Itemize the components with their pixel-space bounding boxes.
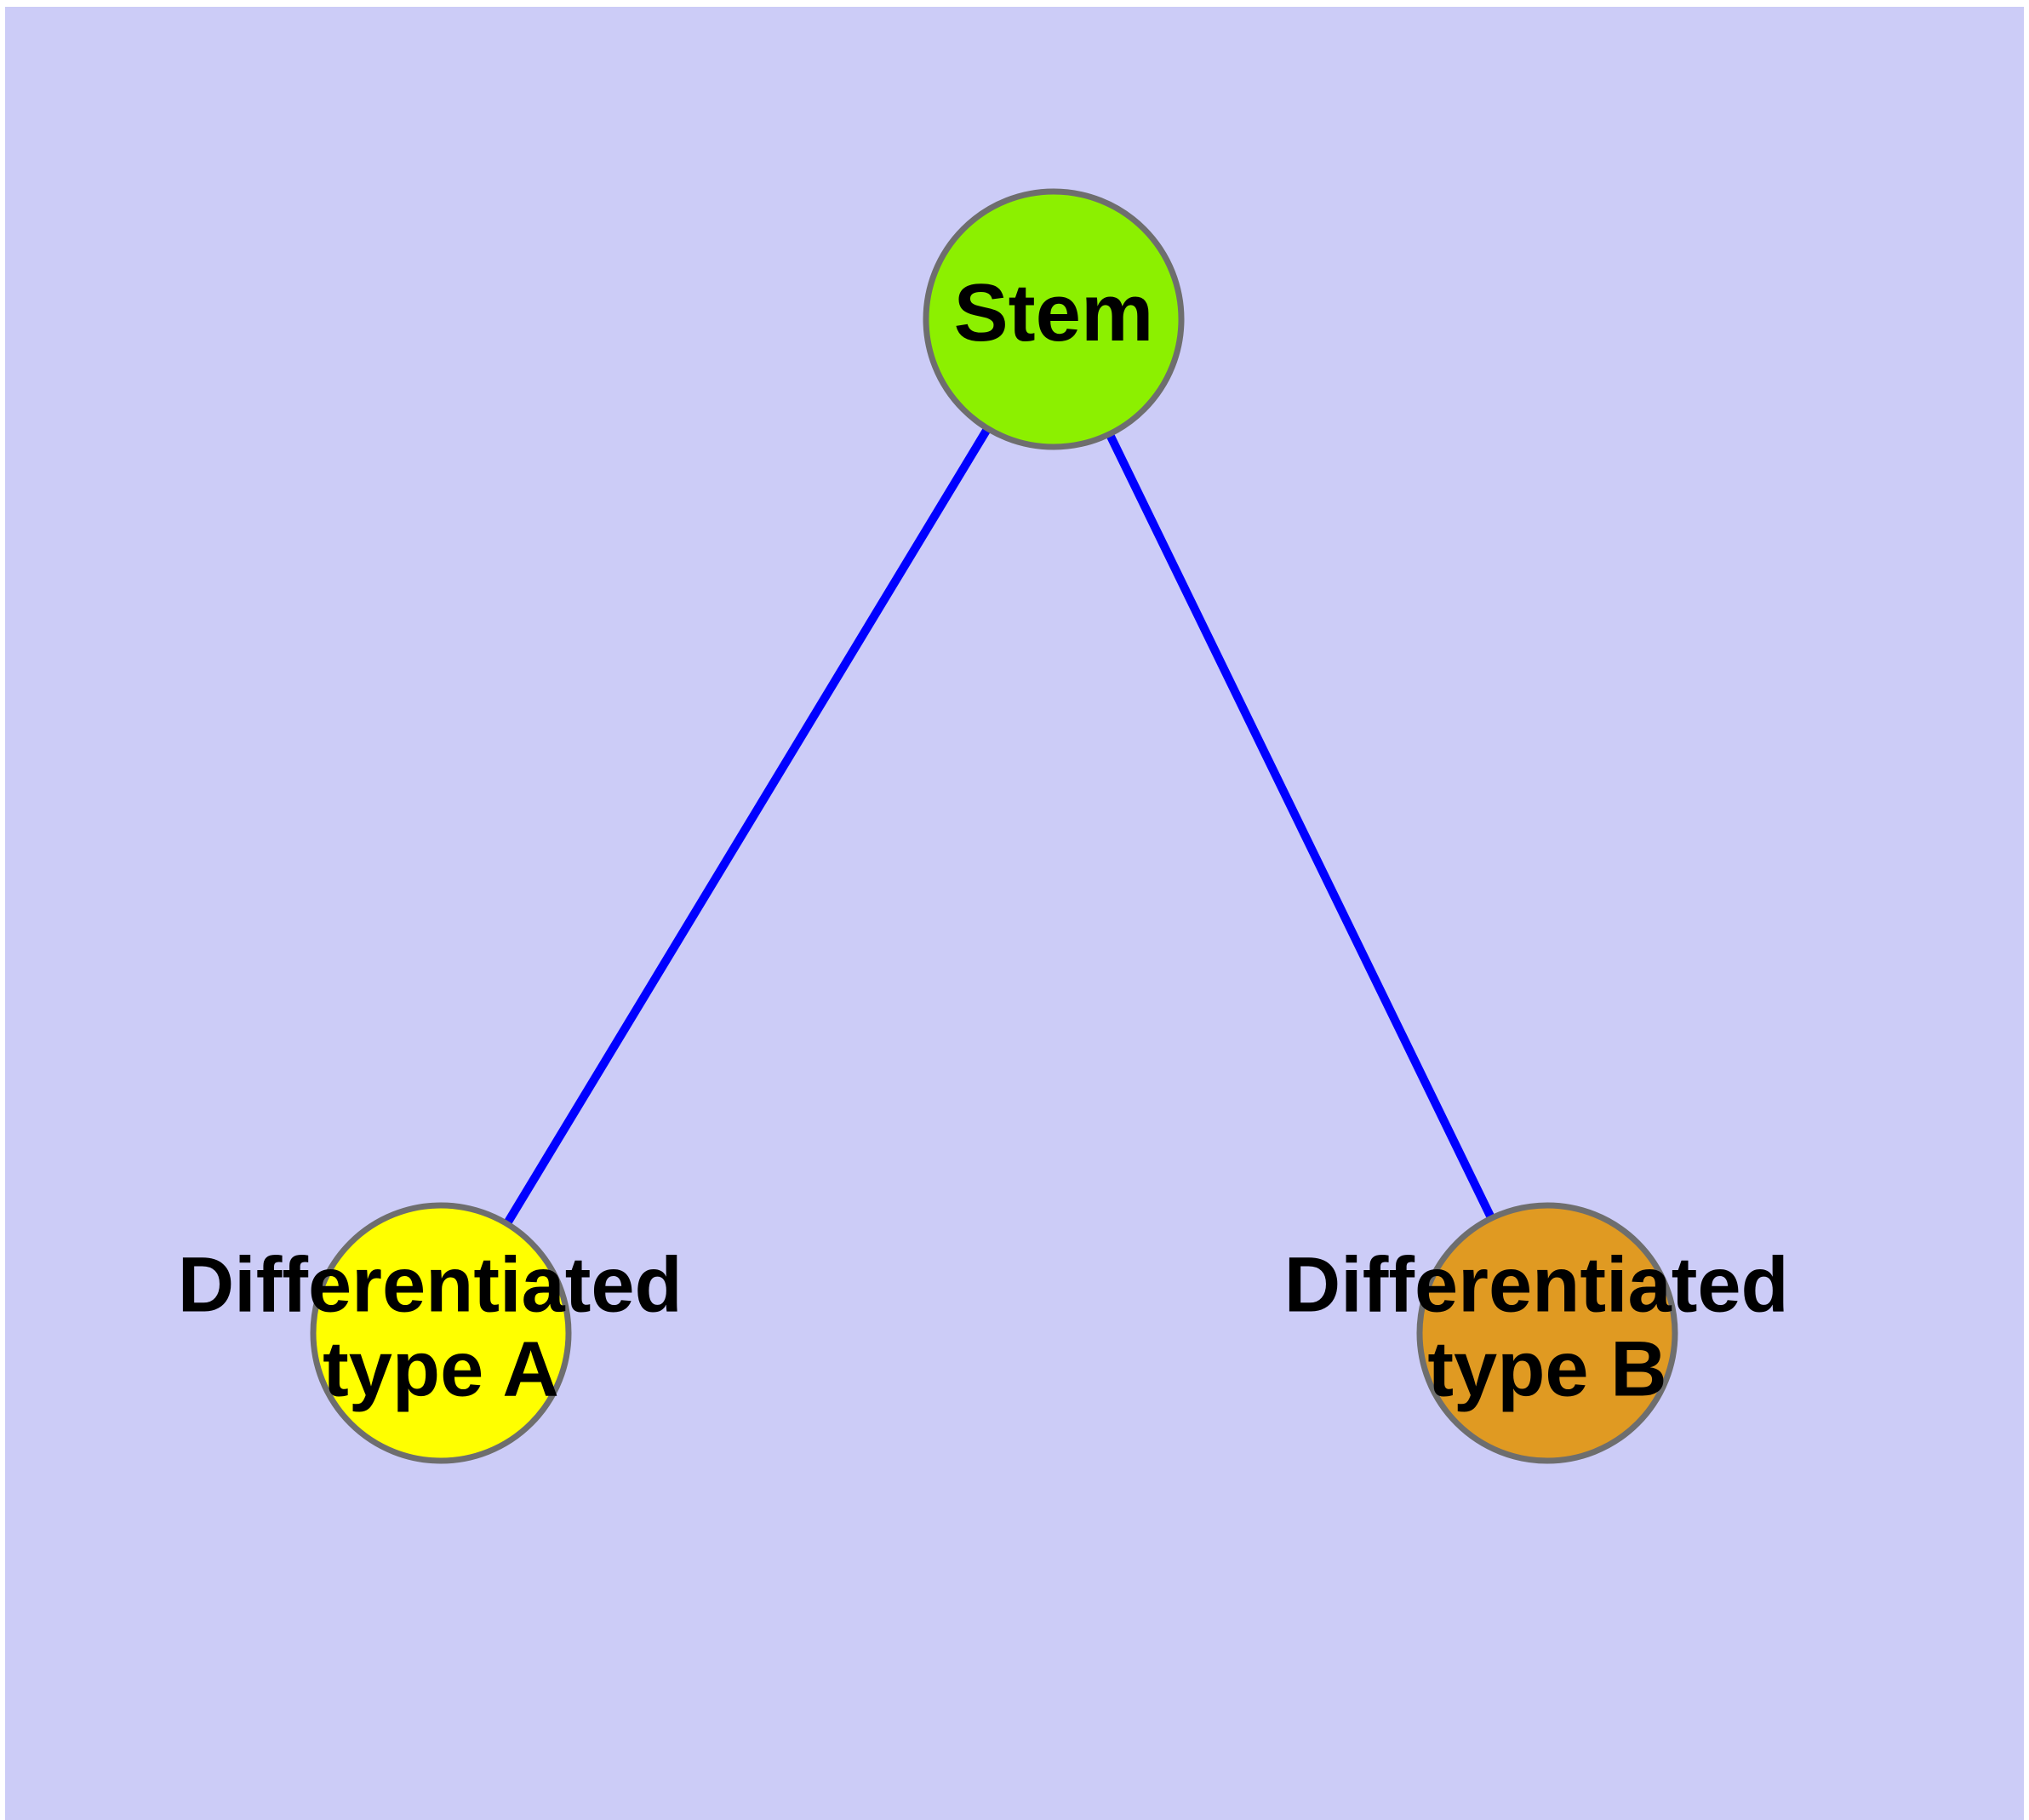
edge-stem-to-differentiated-type-a [437, 317, 1058, 1336]
labels-layer: Stem Differentiated type A Differentiate… [178, 267, 1811, 1413]
nodes-layer [310, 188, 1678, 1464]
edge-stem-to-differentiated-type-b [1049, 317, 1552, 1336]
node-stem-label: Stem [954, 267, 1154, 358]
node-differentiated-type-a-label: Differentiated type A [178, 1242, 705, 1413]
node-differentiated-type-b[interactable] [1416, 1202, 1678, 1464]
node-differentiated-type-b-label-line-1: Differentiated [1284, 1242, 1789, 1329]
node-stem-circle[interactable] [923, 188, 1185, 450]
node-differentiated-type-b-circle[interactable] [1416, 1202, 1678, 1464]
node-differentiated-type-b-label: Differentiated type B [1284, 1242, 1811, 1413]
node-differentiated-type-a-circle[interactable] [310, 1202, 572, 1464]
node-stem[interactable] [923, 188, 1185, 450]
edges-layer [437, 317, 1552, 1336]
node-stem-label-line-1: Stem [954, 267, 1154, 358]
node-differentiated-type-a[interactable] [310, 1202, 572, 1464]
node-differentiated-type-b-label-line-2: type B [1427, 1326, 1666, 1413]
node-differentiated-type-a-label-line-2: type A [323, 1326, 559, 1413]
node-differentiated-type-a-label-line-1: Differentiated [178, 1242, 683, 1329]
